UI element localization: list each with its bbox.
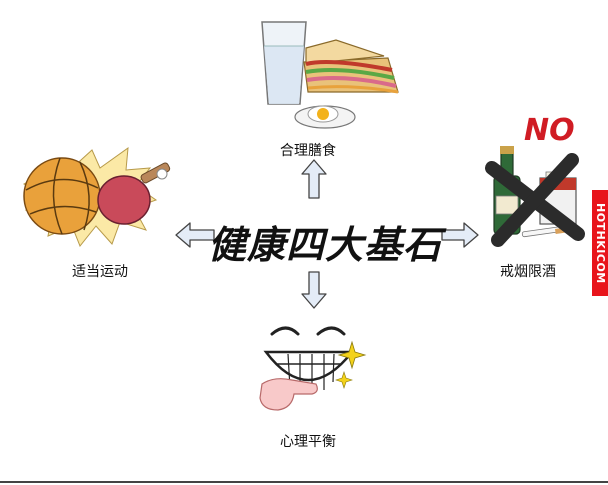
arrow-down [301, 271, 327, 309]
watermark: HOTHKICOM [592, 190, 608, 296]
sports-icon [23, 146, 171, 247]
label-balanced-diet: 合理膳食 [280, 143, 336, 159]
arrow-up [301, 159, 327, 199]
no-smoking-drinking-icon: NO [485, 113, 585, 247]
label-psychological-balance: 心理平衡 [280, 434, 336, 450]
diagram-title: 健康四大基石 [207, 222, 442, 267]
bottom-divider [0, 481, 608, 483]
label-quit-smoking-limit-alcohol: 戒烟限酒 [500, 264, 556, 280]
svg-text:NO: NO [524, 113, 575, 148]
arrow-right [441, 222, 479, 248]
food-icon [261, 21, 399, 129]
label-moderate-exercise: 适当运动 [72, 264, 128, 280]
smiley-face-icon [259, 326, 367, 411]
arrow-left [175, 222, 215, 248]
